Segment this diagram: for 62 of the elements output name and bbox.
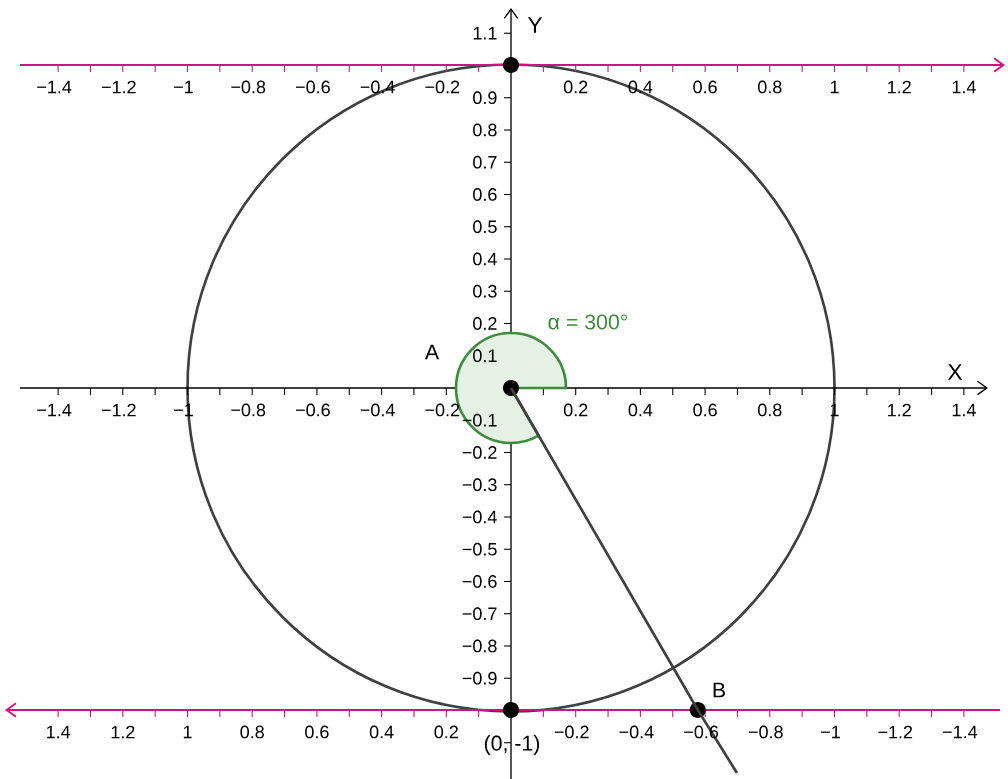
tick-label: −0.3 (462, 478, 497, 492)
tick-label: −1.4 (37, 403, 72, 417)
tick-label: 0.6 (693, 403, 717, 417)
tick-label: −0.9 (462, 671, 497, 685)
tick-label: 0.4 (628, 403, 653, 417)
tick-label: −0.8 (231, 403, 266, 417)
tick-label: −0.6 (462, 575, 497, 588)
tick-label: 0.7 (473, 155, 497, 169)
tick-label: 0.2 (563, 403, 588, 417)
tick-label: 0.4 (473, 252, 497, 266)
tick-label: 1.2 (888, 80, 911, 94)
tick-label: −0.6 (296, 80, 330, 94)
tick-label: −0.6 (296, 403, 330, 417)
tick-label: 1.2 (111, 725, 135, 739)
tick-label: −1.4 (943, 725, 978, 739)
tick-label: 0.4 (628, 80, 653, 94)
ray-line (509, 387, 739, 774)
tick-label: −1.4 (37, 80, 72, 94)
tick-label: 0.8 (240, 725, 264, 739)
tick-label: −0.4 (462, 510, 497, 524)
tick-label: −1 (821, 725, 840, 739)
point-label: A (424, 344, 440, 360)
point-label: (0, -1) (484, 735, 540, 755)
tick-label: −0.8 (748, 725, 783, 739)
axis-label: X (947, 364, 963, 380)
tick-label: 0.4 (369, 725, 394, 739)
tick-label: 0.1 (473, 349, 497, 363)
tick-label: −0.8 (231, 80, 266, 94)
tick-label: 0.6 (305, 725, 329, 739)
tick-label: 0.2 (563, 80, 588, 94)
tick-label: −0.4 (360, 403, 395, 417)
tick-label: 0.6 (473, 188, 497, 201)
tick-label: 0.2 (473, 317, 497, 330)
point (503, 57, 519, 73)
tick-label: −0.7 (462, 607, 497, 621)
tick-label: 0.9 (473, 91, 497, 105)
axis-label: Y (527, 17, 543, 33)
tick-label: −0.2 (425, 403, 460, 417)
tick-label: 1 (830, 80, 839, 94)
tick-label: −1.2 (878, 725, 913, 739)
tick-label: −0.8 (462, 639, 497, 653)
tick-label: 0.5 (473, 220, 497, 234)
tick-label: 0.8 (473, 123, 497, 137)
tick-label: −1 (174, 80, 193, 94)
tick-label: 1 (183, 725, 192, 739)
tick-label: 0.6 (693, 80, 717, 94)
tick-label: 0.8 (758, 403, 782, 417)
tick-label: −0.5 (462, 542, 497, 556)
tick-label: −0.2 (554, 725, 589, 739)
tick-label: −1.2 (101, 403, 136, 417)
tick-label: −1.2 (101, 80, 136, 94)
tick-label: 1.4 (952, 80, 976, 94)
tick-label: 1.4 (47, 725, 71, 739)
tick-label: 0.8 (758, 80, 782, 94)
tick-label: −0.4 (360, 80, 395, 94)
tick-label: 0.3 (473, 284, 497, 298)
tick-label: 1.2 (888, 403, 911, 417)
point-label: B (713, 682, 725, 698)
tick-label: 1.1 (473, 27, 497, 40)
tick-label: 1.4 (952, 403, 976, 417)
tick-label: −0.2 (462, 446, 497, 459)
tick-label: 0.2 (434, 725, 458, 739)
